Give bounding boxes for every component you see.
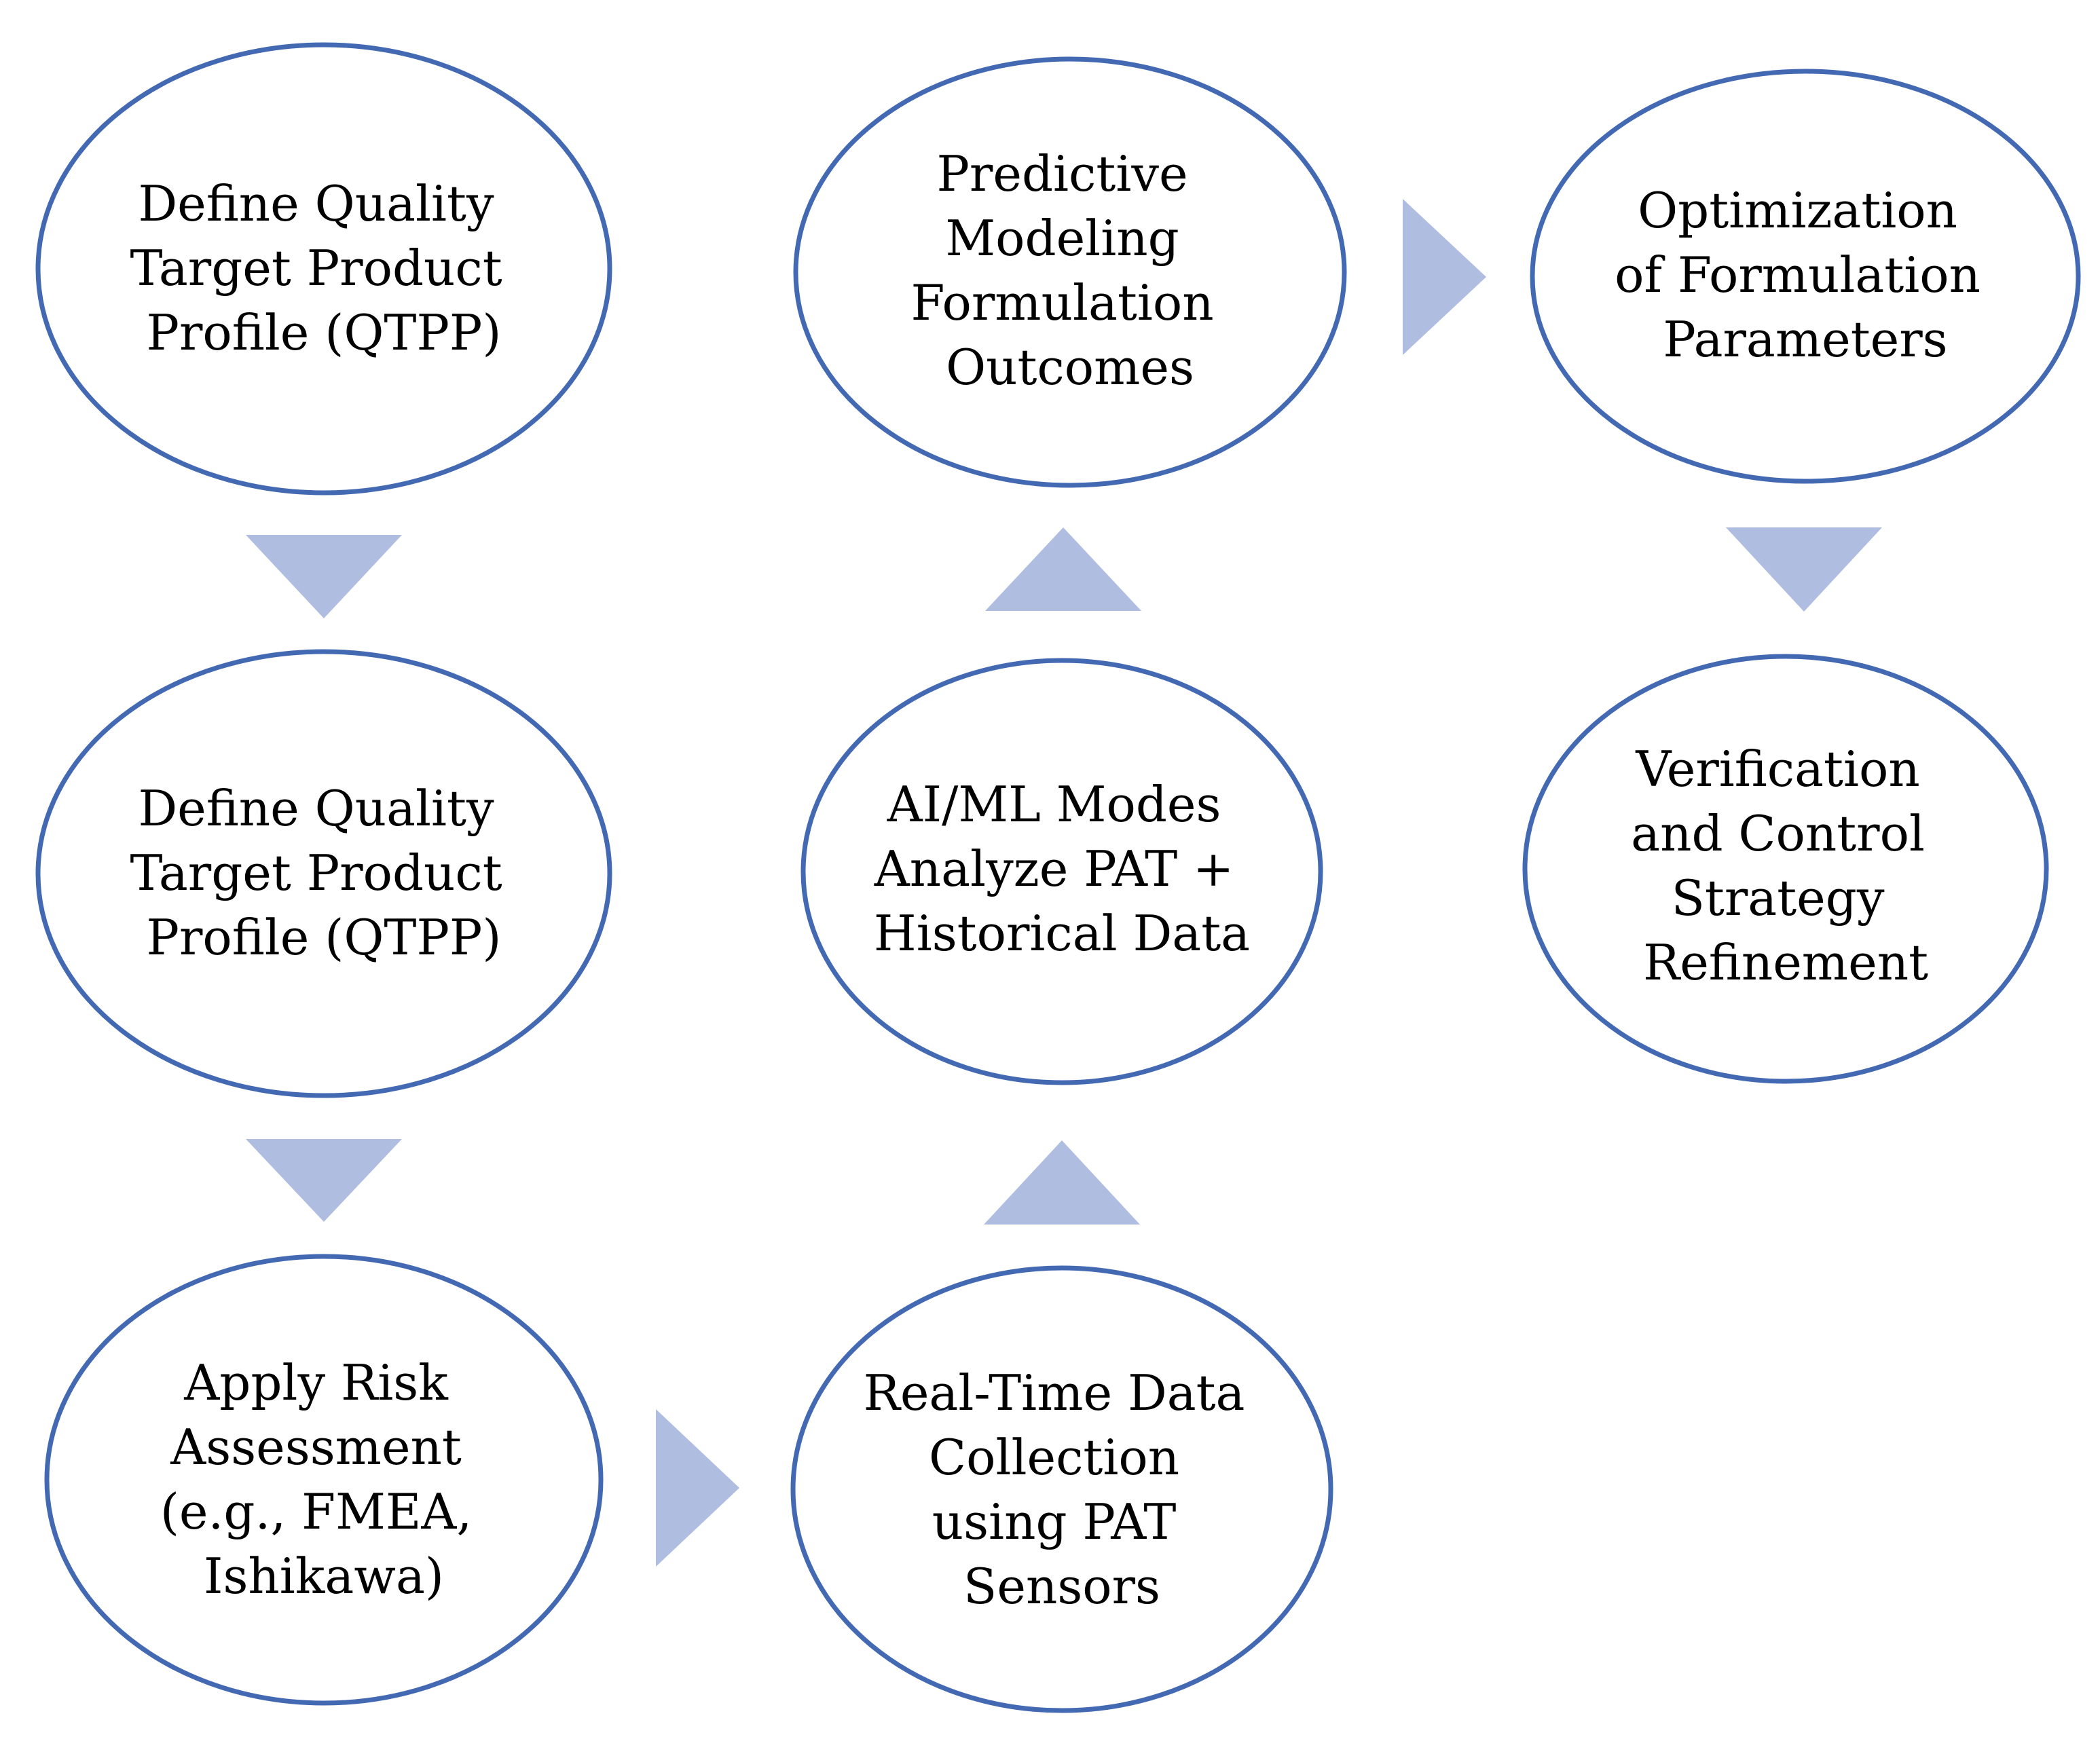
node-define-qtpp-1-label: Define Quality Target Product Profile (Q… [130, 175, 517, 361]
node-ai-ml-analyze-ellipse [800, 658, 1323, 1085]
node-optimization-formulation-label: Optimization of Formulation Parameters [1615, 182, 1996, 368]
node-define-qtpp-2-ellipse [35, 649, 612, 1098]
node-line: Optimization [1638, 182, 1957, 239]
node-line: Historical Data [874, 905, 1250, 962]
node-line: Parameters [1663, 311, 1947, 368]
arrow-qtpp2-to-risk [246, 1139, 402, 1222]
node-ai-ml-analyze: AI/ML Modes Analyze PAT + Historical Dat… [800, 658, 1323, 1085]
node-line: Real-Time Data [864, 1364, 1245, 1421]
node-line: AI/ML Modes [887, 776, 1221, 833]
arrow-qtpp1-to-qtpp2 [246, 535, 402, 618]
node-line: Analyze PAT + [874, 840, 1234, 897]
node-line: Assessment [170, 1419, 462, 1476]
node-line: Define Quality [138, 175, 494, 232]
node-line: Outcomes [946, 339, 1194, 396]
node-line: Profile (QTPP) [147, 304, 502, 361]
node-line: Predictive [936, 145, 1187, 202]
node-apply-risk-assessment-label: Apply Risk Assessment (e.g., FMEA, Ishik… [160, 1354, 487, 1605]
node-line: Collection [929, 1429, 1179, 1486]
node-line: Refinement [1643, 934, 1928, 991]
node-line: Formulation [911, 274, 1214, 331]
node-line: Verification [1635, 741, 1919, 798]
node-line: of Formulation [1615, 246, 1981, 303]
node-real-time-data-collection: Real-Time Data Collection using PAT Sens… [790, 1265, 1333, 1713]
node-line: using PAT [932, 1493, 1177, 1550]
node-optimization-formulation-ellipse [1530, 69, 2081, 484]
node-real-time-data-collection-ellipse [790, 1265, 1333, 1713]
node-verification-control: Verification and Control Strategy Refine… [1522, 654, 2049, 1084]
node-line: Apply Risk [183, 1354, 449, 1411]
arrow-optimization-to-verification [1726, 527, 1882, 612]
node-line: Target Product [130, 844, 502, 901]
node-optimization-formulation: Optimization of Formulation Parameters [1530, 69, 2081, 484]
arrow-realtime-to-aiml [984, 1140, 1140, 1225]
node-verification-control-ellipse [1522, 654, 2049, 1084]
node-line: Sensors [963, 1558, 1160, 1615]
arrow-risk-to-realtime [656, 1409, 739, 1567]
node-line: (e.g., FMEA, [160, 1483, 472, 1540]
node-ai-ml-analyze-label: AI/ML Modes Analyze PAT + Historical Dat… [874, 776, 1250, 962]
node-line: Target Product [130, 240, 502, 297]
node-line: and Control [1631, 805, 1925, 862]
node-line: Ishikawa) [204, 1548, 444, 1605]
node-apply-risk-assessment-ellipse [44, 1254, 604, 1706]
arrow-aiml-to-predictive [985, 527, 1141, 611]
node-line: Define Quality [138, 780, 494, 837]
node-line: Profile (QTPP) [147, 909, 502, 966]
arrow-predictive-to-optimization [1403, 199, 1486, 355]
node-verification-control-label: Verification and Control Strategy Refine… [1631, 741, 1940, 991]
node-line: Strategy [1672, 870, 1885, 927]
node-predictive-modeling-ellipse [793, 56, 1347, 488]
node-line: Modeling [945, 210, 1179, 267]
node-predictive-modeling: Predictive Modeling Formulation Outcomes [793, 56, 1347, 488]
node-define-qtpp-2-label: Define Quality Target Product Profile (Q… [130, 780, 517, 966]
node-apply-risk-assessment: Apply Risk Assessment (e.g., FMEA, Ishik… [44, 1254, 604, 1706]
node-predictive-modeling-label: Predictive Modeling Formulation Outcomes [911, 145, 1230, 396]
node-define-qtpp-1-ellipse [35, 42, 612, 496]
node-define-qtpp-1: Define Quality Target Product Profile (Q… [35, 42, 612, 496]
node-real-time-data-collection-label: Real-Time Data Collection using PAT Sens… [864, 1364, 1261, 1615]
node-define-qtpp-2: Define Quality Target Product Profile (Q… [35, 649, 612, 1098]
